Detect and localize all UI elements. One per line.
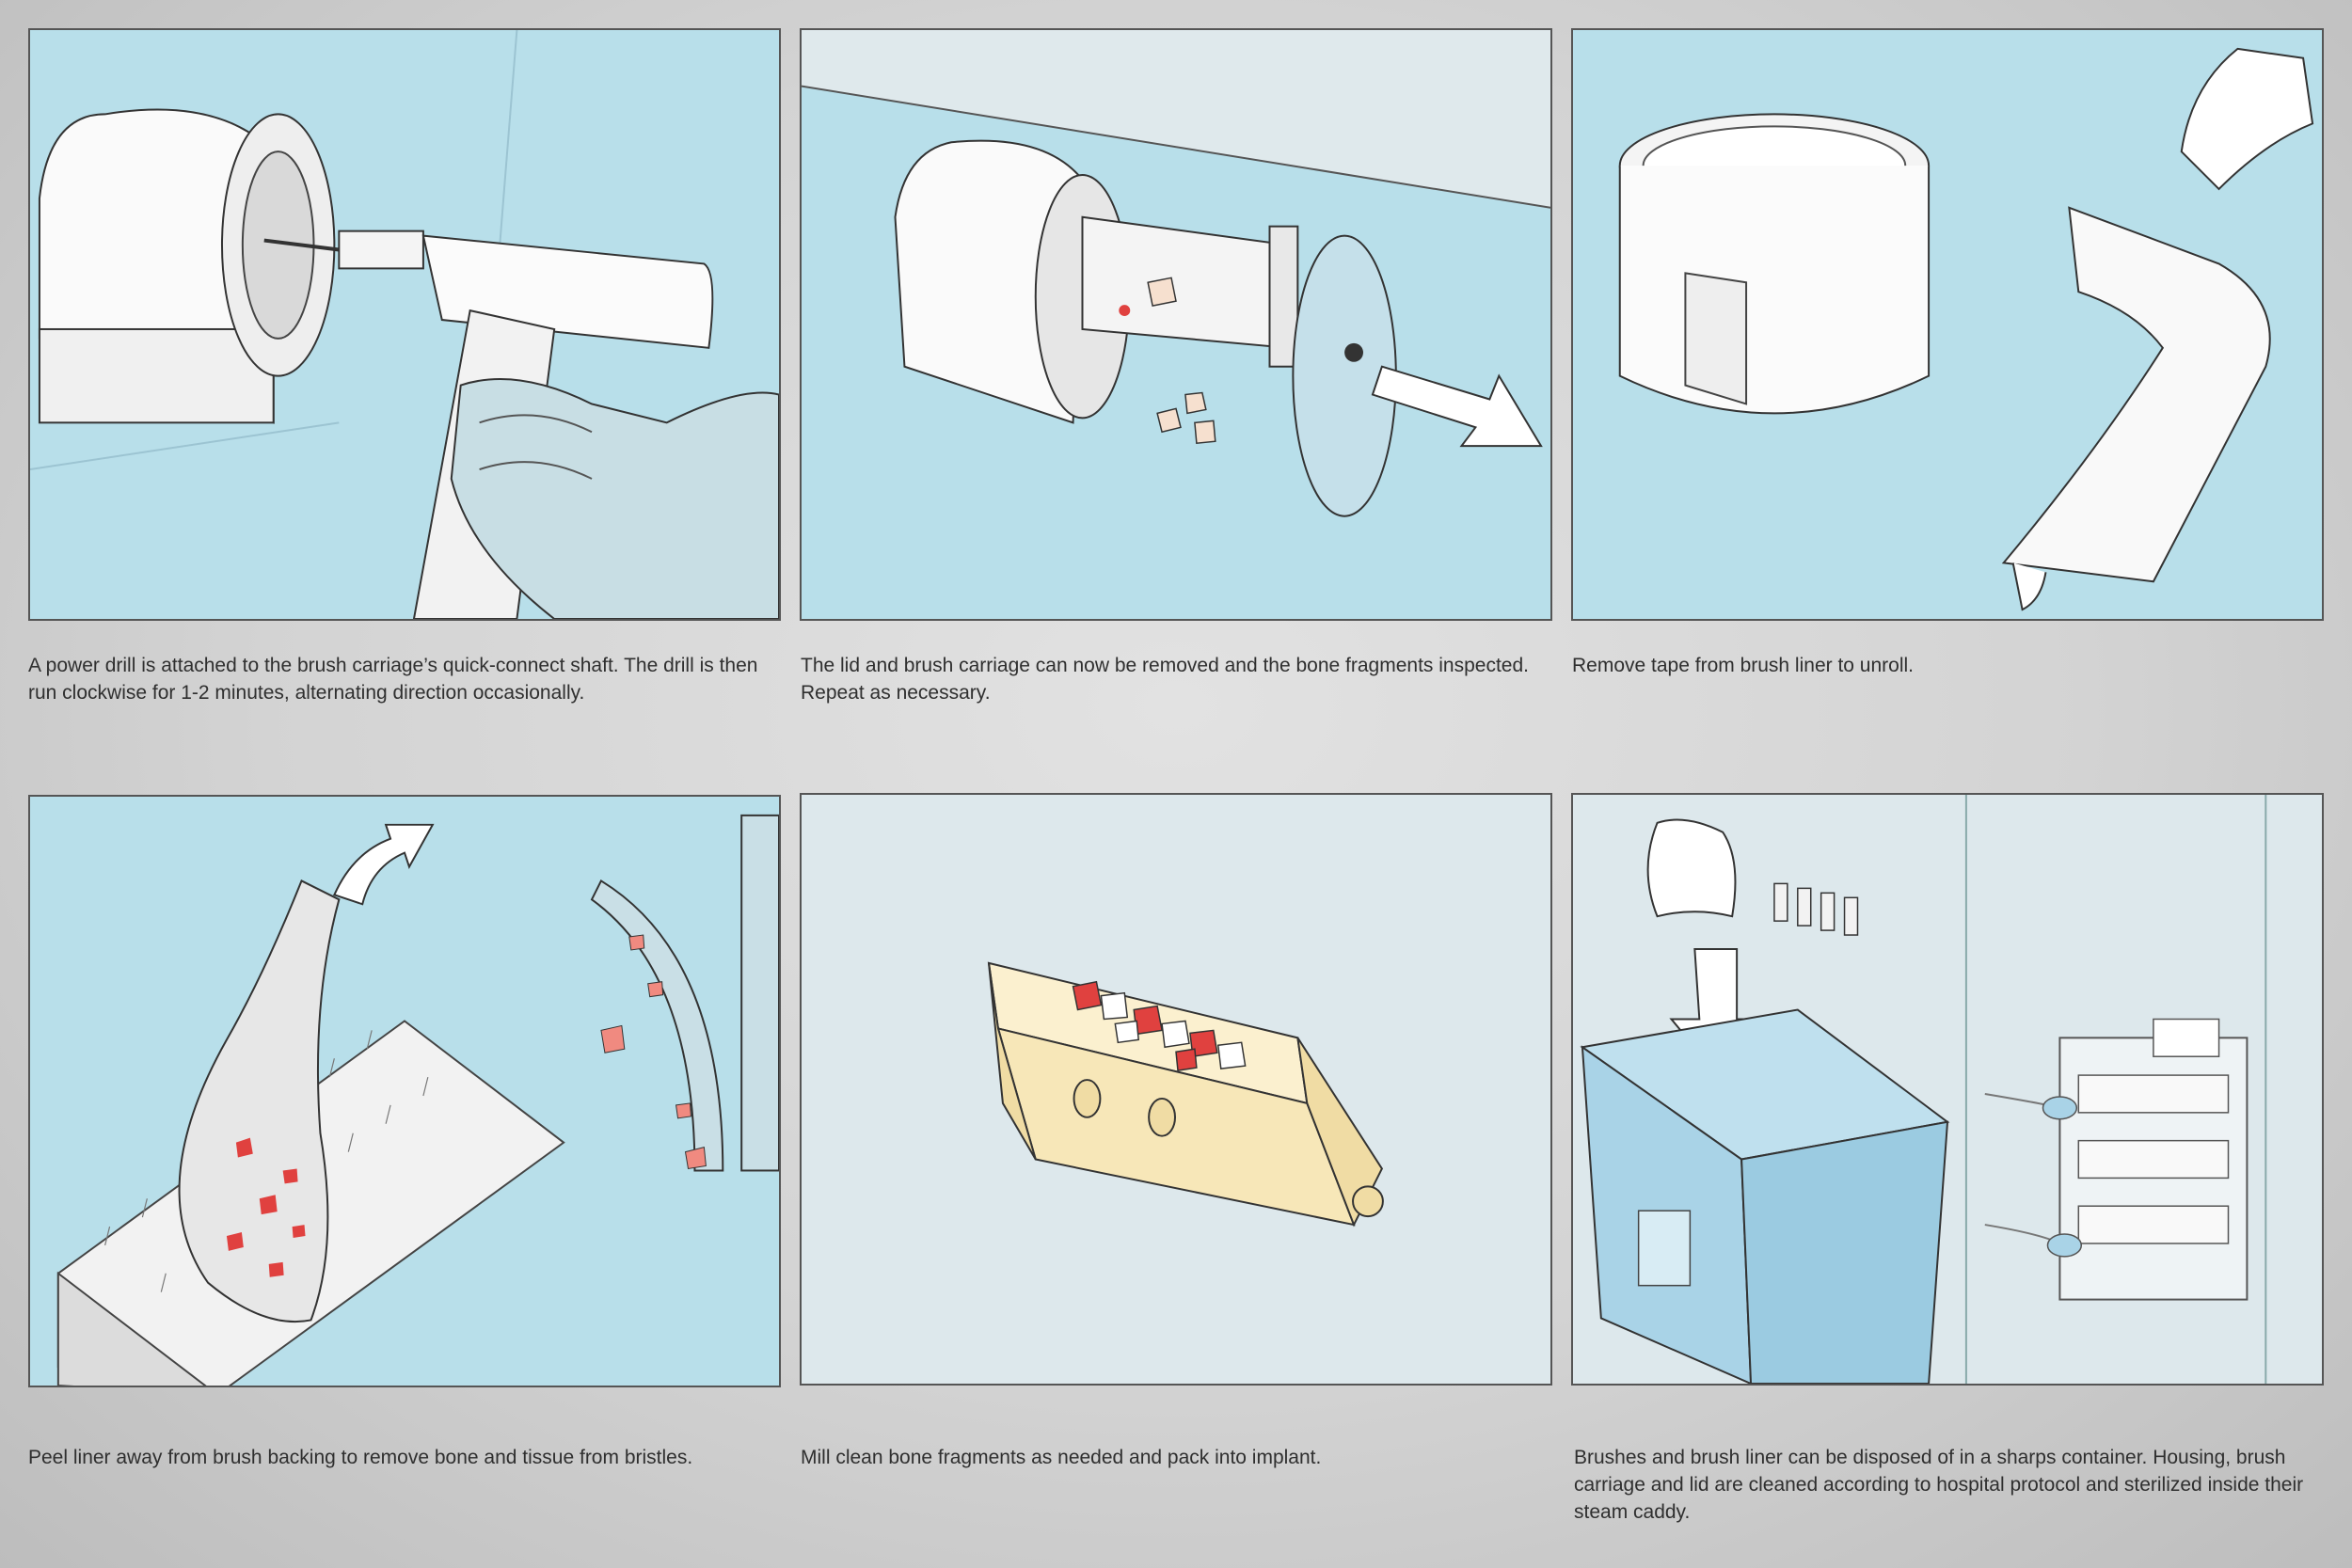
brush-liner-roll-icon	[1618, 113, 1931, 415]
step-5-caption: Mill clean bone fragments as needed and …	[801, 1447, 1322, 1468]
steam-caddy-cart-icon	[1984, 1018, 2249, 1301]
unrolled-liner-icon	[2001, 206, 2271, 611]
arrow-up-icon	[333, 823, 435, 906]
step-2-caption: The lid and brush carriage can now be re…	[801, 655, 1529, 704]
peeled-liner-icon	[178, 879, 341, 1323]
brushes-icon	[1773, 882, 1859, 936]
sharps-container-icon	[1580, 1008, 1950, 1384]
step-1-caption: A power drill is attached to the brush c…	[28, 655, 758, 704]
brush-housing-icon	[38, 108, 336, 424]
step-3-caption: Remove tape from brush liner to unroll.	[1572, 655, 1914, 676]
arrow-right-icon	[1371, 365, 1543, 448]
step-6-caption: Brushes and brush liner can be disposed …	[1574, 1447, 2304, 1523]
brush-carriage-icon	[590, 814, 779, 1172]
step-4-caption: Peel liner away from brush backing to re…	[28, 1447, 693, 1468]
step-2-illustration	[800, 28, 1552, 621]
gloved-hand-icon	[450, 378, 779, 619]
bone-fragments-icon	[1072, 980, 1247, 1071]
step-6-illustration	[1571, 793, 2324, 1386]
step-4-illustration	[28, 795, 781, 1387]
bone-fragments-icon	[1119, 277, 1216, 445]
lid-icon	[1292, 234, 1397, 517]
tape-strip-icon	[2180, 47, 2314, 191]
brush-carriage-icon	[1081, 215, 1299, 368]
brush-liner-icon	[1646, 818, 1737, 918]
step-5-illustration	[800, 793, 1552, 1386]
step-1-illustration	[28, 28, 781, 621]
step-3-illustration	[1571, 28, 2324, 621]
